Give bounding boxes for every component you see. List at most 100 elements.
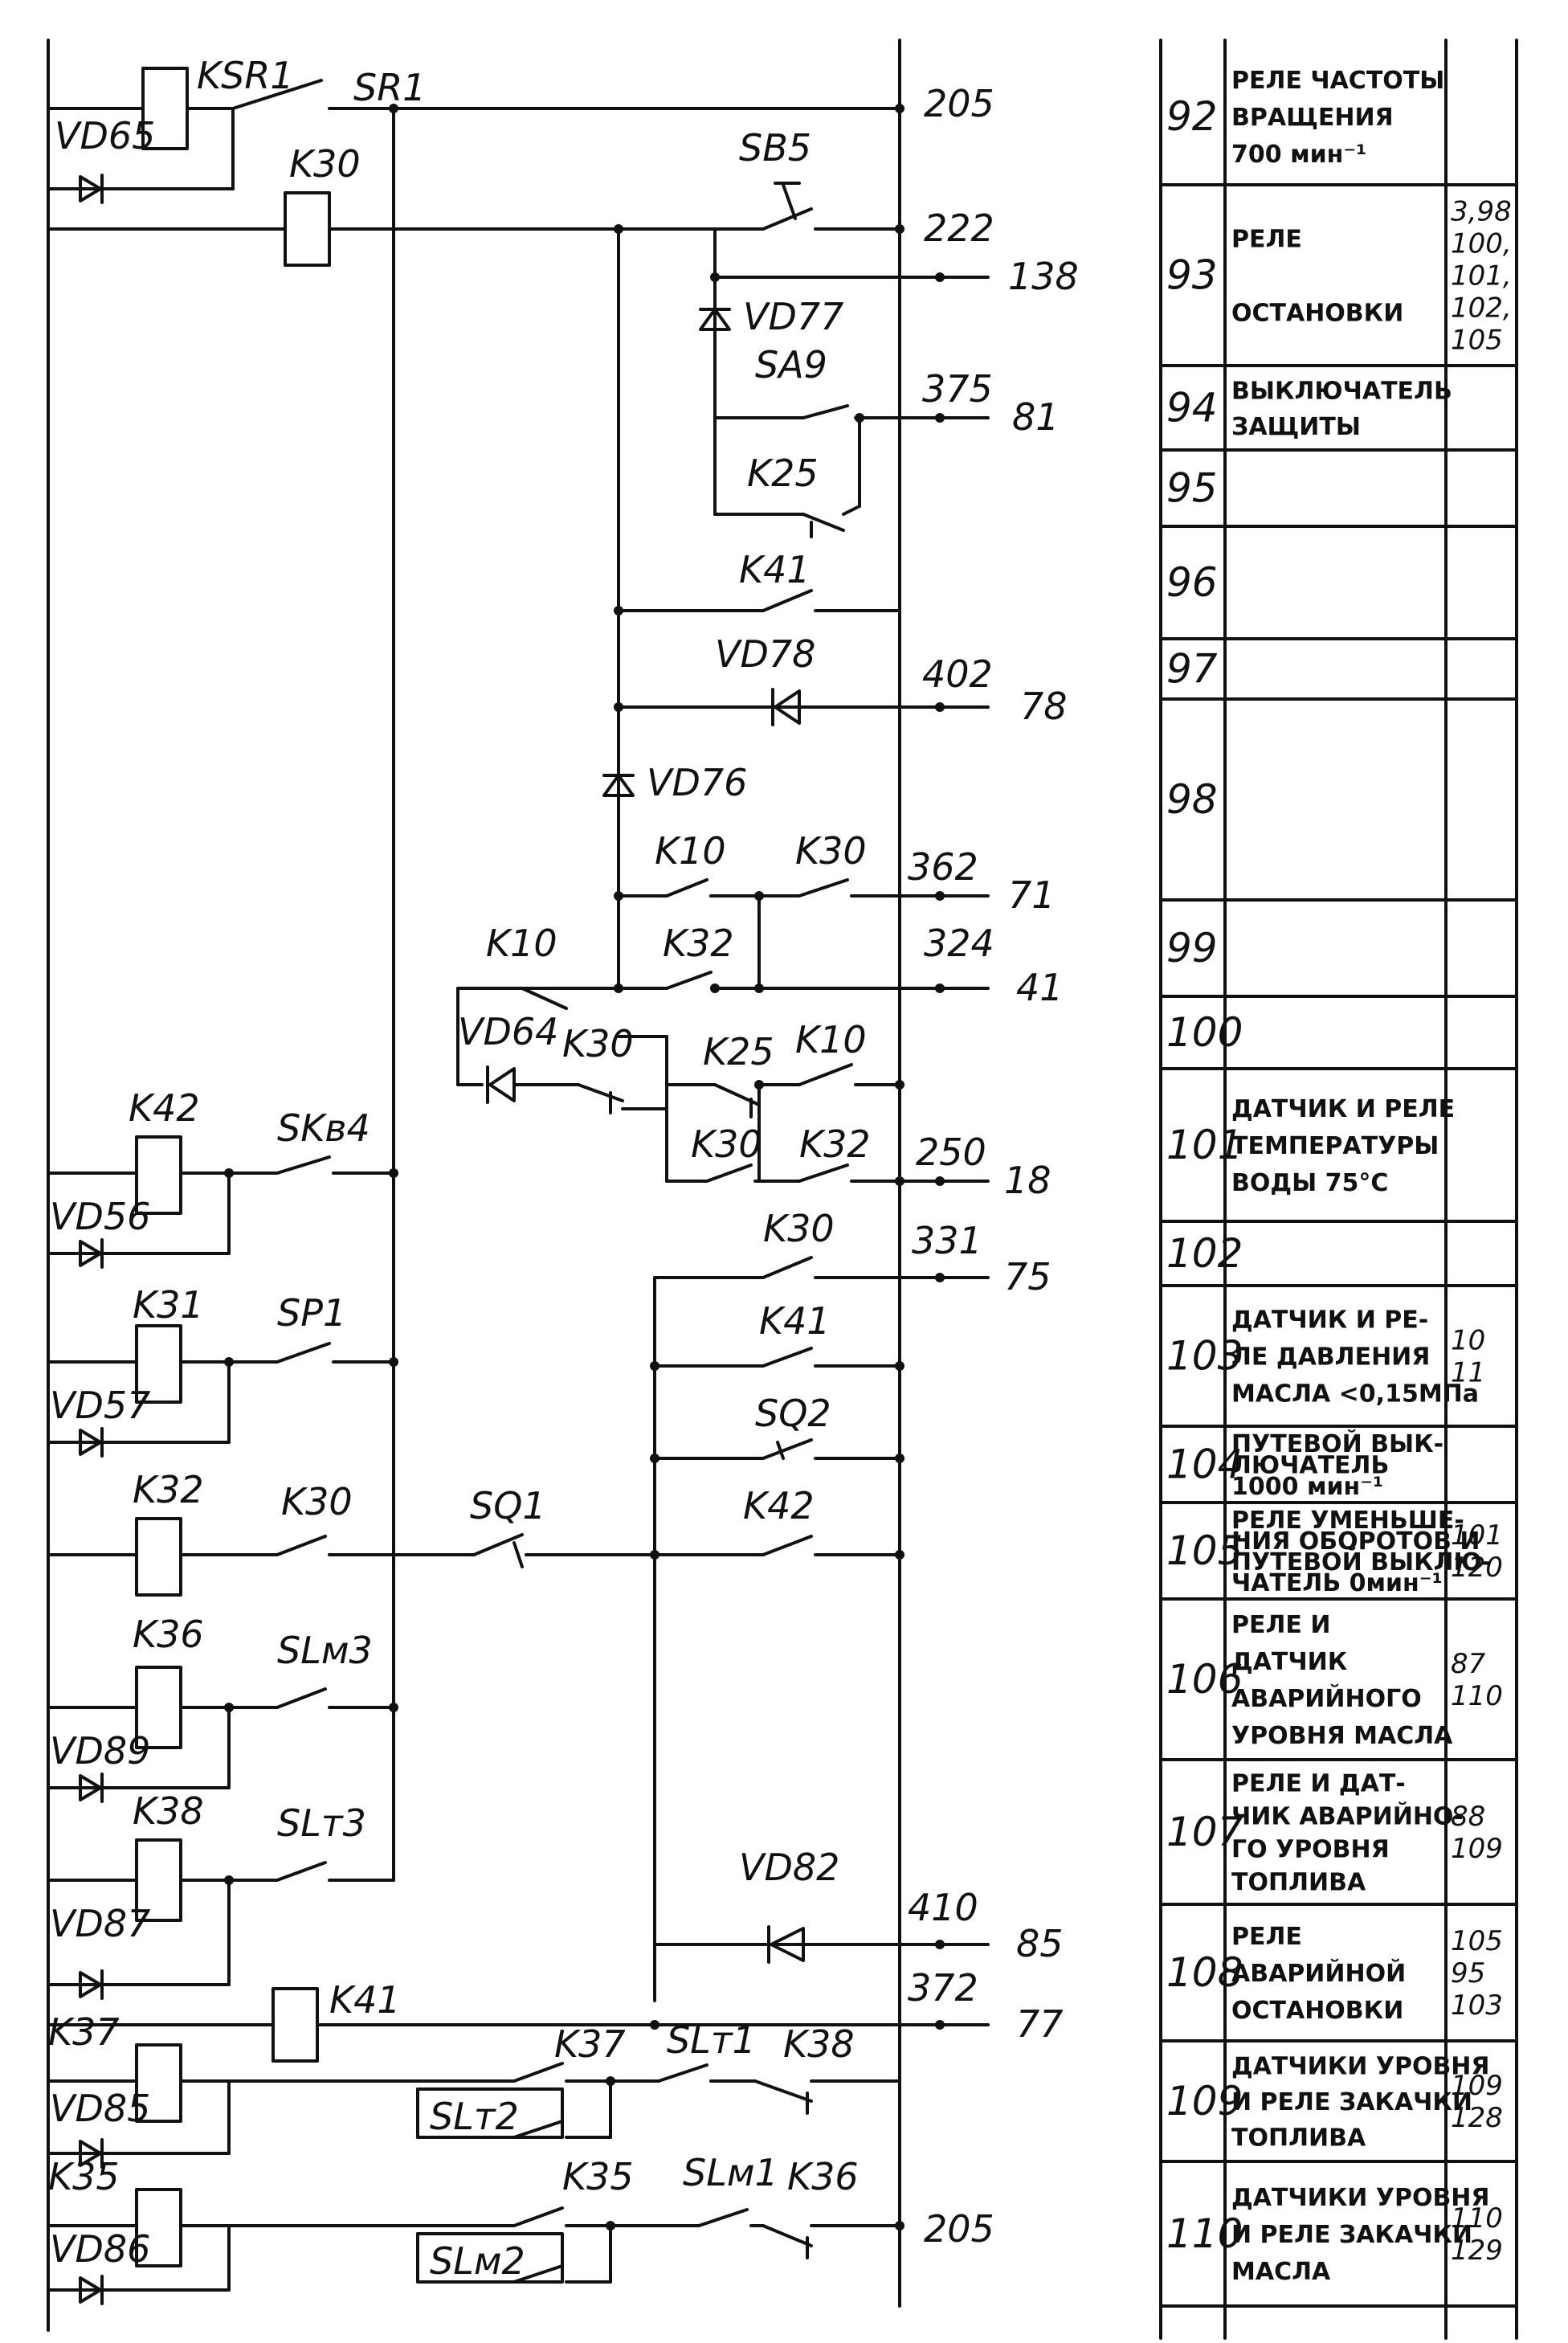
row-k42: K42 SKв4 VD56 (47, 1086, 398, 1269)
svg-text:K41: K41 (739, 548, 811, 591)
svg-text:VD86: VD86 (50, 2227, 150, 2271)
skv4-contact (276, 1155, 331, 1175)
svg-text:K25: K25 (747, 452, 819, 495)
row-description-line: И РЕЛЕ ЗАКАЧКИ (1231, 2088, 1472, 2116)
svg-text:402: 402 (922, 652, 993, 696)
svg-text:SLт2: SLт2 (430, 2095, 519, 2138)
svg-text:VD87: VD87 (50, 1902, 150, 1945)
row-reference: 87 (1451, 1648, 1486, 1680)
label-ksr1: KSR1 (197, 54, 294, 97)
svg-text:VD65: VD65 (55, 114, 155, 157)
svg-text:138: 138 (1008, 255, 1079, 298)
sa9-contact (802, 404, 849, 419)
k32-contact (665, 971, 713, 990)
svg-text:VD56: VD56 (50, 1195, 150, 1238)
k38-nc-contact (753, 2079, 813, 2103)
svg-text:372: 372 (908, 1966, 978, 2010)
table-row: 100 (1166, 1009, 1243, 1056)
sq2-switch (762, 1438, 813, 1460)
svg-text:K32: K32 (799, 1122, 871, 1166)
svg-text:K30: K30 (795, 829, 867, 873)
svg-text:324: 324 (924, 922, 994, 965)
svg-text:SLт1: SLт1 (667, 2018, 756, 2062)
sq1-switch (472, 1533, 524, 1556)
row-description-line: ЛЕ ДАВЛЕНИЯ (1231, 1343, 1430, 1372)
k42-contact-b (762, 1535, 813, 1556)
row-number: 108 (1166, 1949, 1243, 1996)
slm2-box (416, 2232, 564, 2284)
row-reference: 100, (1451, 228, 1512, 260)
row-number: 110 (1166, 2210, 1243, 2257)
svg-text:SA9: SA9 (755, 343, 827, 386)
row-k25-k10: K25 K10 (665, 1018, 904, 1118)
svg-text:K32: K32 (663, 922, 734, 965)
branch-138: 138 (710, 227, 1079, 516)
svg-text:77: 77 (1016, 2002, 1064, 2046)
row-description-line: И РЕЛЕ ЗАКАЧКИ (1231, 2221, 1472, 2249)
k32-coil (135, 1517, 182, 1597)
row-number: 98 (1166, 776, 1218, 823)
k30-contact-loop (577, 1083, 624, 1102)
svg-text:SB5: SB5 (739, 126, 811, 170)
row-description-line: ПУТЕВОЙ ВЫКЛЮ- (1231, 1548, 1492, 1576)
table-row: 95 (1166, 465, 1218, 512)
row-description-line: ОСТАНОВКИ (1231, 300, 1403, 328)
row-description-line: ДАТЧИК И РЕ- (1231, 1306, 1428, 1335)
slm2-contact (512, 2264, 564, 2284)
svg-text:331: 331 (912, 1219, 982, 1262)
svg-text:K10: K10 (486, 922, 557, 965)
k10-contact (665, 878, 708, 898)
row-number: 103 (1166, 1333, 1243, 1380)
svg-text:SQ2: SQ2 (755, 1392, 831, 1435)
row-description-line: ТОПЛИВА (1231, 1869, 1366, 1897)
row-number: 94 (1166, 385, 1218, 431)
svg-text:K30: K30 (562, 1022, 634, 1065)
slt3-contact (276, 1861, 327, 1882)
table-row: 102 (1166, 1230, 1243, 1277)
svg-text:SKв4: SKв4 (277, 1106, 370, 1150)
row-description-line: ВРАЩЕНИЯ (1231, 104, 1394, 132)
svg-text:K38: K38 (783, 2022, 855, 2066)
row-description-line: ЧИК АВАРИЙНО- (1231, 1802, 1464, 1831)
row-205: KSR1 SR1 205 (47, 54, 994, 190)
k30-contact-250 (705, 1163, 753, 1183)
label-wire-205: 205 (924, 82, 994, 125)
svg-text:K35: K35 (562, 2155, 634, 2198)
row-reference: 109 (1451, 2070, 1503, 2102)
svg-text:K30: K30 (691, 1122, 762, 1166)
row-reference: 105 (1451, 1925, 1503, 1957)
svg-text:K41: K41 (759, 1299, 831, 1343)
row-reference: 110 (1451, 2202, 1503, 2235)
svg-text:75: 75 (1004, 1255, 1051, 1298)
k10-contact-c (798, 1063, 853, 1086)
row-362: K10 K30 362 71 (614, 829, 1056, 917)
row-description-line: ТЕМПЕРАТУРЫ (1231, 1132, 1439, 1160)
vd64-loop: K10 VD64 K30 (456, 922, 668, 1114)
svg-text:362: 362 (908, 845, 978, 889)
svg-text:K37: K37 (554, 2022, 626, 2066)
row-description-line: ВОДЫ 75°С (1231, 1169, 1388, 1197)
row-number: 104 (1166, 1441, 1243, 1488)
k32-contact-250 (798, 1163, 849, 1183)
row-description-line: МАСЛА <0,15МПа (1231, 1380, 1479, 1409)
svg-text:VD89: VD89 (50, 1729, 150, 1773)
row-description-line: ВЫКЛЮЧАТЕЛЬ (1231, 377, 1452, 405)
row-description-line: ТОПЛИВА (1231, 2124, 1366, 2153)
row-reference: 103 (1451, 1989, 1503, 2022)
row-description-line: 700 мин⁻¹ (1231, 141, 1366, 169)
svg-text:410: 410 (908, 1886, 978, 1929)
row-reference: 109 (1451, 1833, 1503, 1865)
vd65-diode: VD65 (55, 114, 155, 204)
row-324: K32 324 41 (561, 874, 1064, 1009)
row-reference: 3,98 (1451, 196, 1512, 228)
row-number: 96 (1166, 559, 1218, 606)
svg-text:VD85: VD85 (50, 2087, 150, 2130)
k37-contact (512, 2062, 564, 2083)
svg-text:K37: K37 (48, 2010, 120, 2054)
